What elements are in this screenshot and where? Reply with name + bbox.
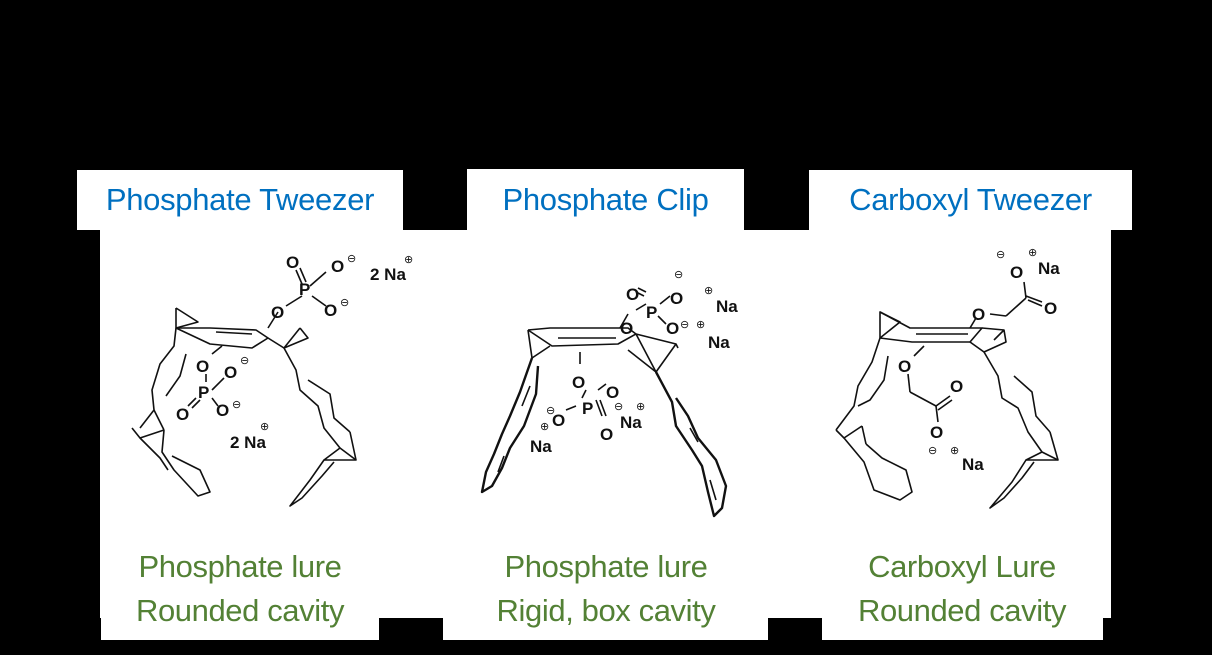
caption-line-2: Rounded cavity <box>857 593 1067 628</box>
svg-text:⊖: ⊖ <box>928 445 937 457</box>
svg-text:O: O <box>224 363 237 382</box>
svg-text:P: P <box>299 280 310 299</box>
svg-text:O: O <box>1010 263 1023 282</box>
molecule-phosphate-clip: O ⊖ O P O O ⊖ ⊕ ⊕ Na Na O O ⊖ ⊕ P ⊖ O ⊕ … <box>480 269 738 518</box>
notch-left <box>379 618 443 640</box>
counterion-label: 2 Na <box>230 433 266 452</box>
counterion-label: Na <box>620 413 642 432</box>
caption-phosphate-clip: Phosphate lure Rigid, box cavity <box>446 545 766 633</box>
counterion-label: Na <box>1038 259 1060 278</box>
title-label: Carboxyl Tweezer <box>849 182 1092 217</box>
svg-text:O: O <box>626 285 639 304</box>
svg-text:O: O <box>950 377 963 396</box>
caption-line-1: Carboxyl Lure <box>868 549 1056 584</box>
svg-text:O: O <box>572 373 585 392</box>
svg-text:O: O <box>930 423 943 442</box>
title-label: Phosphate Tweezer <box>105 182 375 217</box>
svg-text:⊖: ⊖ <box>680 319 689 331</box>
panel-backdrop-bottom <box>101 618 1103 640</box>
svg-text:O: O <box>196 357 209 376</box>
svg-text:O: O <box>271 303 284 322</box>
title-phosphate-clip: Phosphate Clip <box>467 169 744 230</box>
svg-text:⊕: ⊕ <box>1028 247 1037 259</box>
molecule-phosphate-tweezer: O O ⊖ P O ⊖ O 2 Na ⊕ O O ⊖ P O O ⊖ 2 Na … <box>131 253 413 507</box>
svg-text:⊖: ⊖ <box>347 253 356 265</box>
caption-phosphate-tweezer: Phosphate lure Rounded cavity <box>80 545 400 633</box>
title-label: Phosphate Clip <box>502 181 709 217</box>
svg-text:⊖: ⊖ <box>340 297 349 309</box>
svg-text:O: O <box>600 425 613 444</box>
svg-text:P: P <box>198 383 209 402</box>
molecule-carboxyl-tweezer: ⊖ ⊕ O Na O O O O O ⊖ ⊕ Na <box>835 247 1060 509</box>
notch-right <box>768 618 822 640</box>
svg-text:⊖: ⊖ <box>232 399 241 411</box>
svg-text:⊕: ⊕ <box>696 319 705 331</box>
title-phosphate-tweezer: Phosphate Tweezer <box>77 170 403 230</box>
title-carboxyl-tweezer: Carboxyl Tweezer <box>809 170 1132 230</box>
svg-text:P: P <box>582 399 593 418</box>
svg-text:⊖: ⊖ <box>614 401 623 413</box>
svg-text:⊕: ⊕ <box>636 401 645 413</box>
svg-text:⊕: ⊕ <box>404 254 413 266</box>
svg-text:P: P <box>646 303 657 322</box>
svg-text:O: O <box>898 357 911 376</box>
counterion-label: Na <box>708 333 730 352</box>
counterion-label: 2 Na <box>370 265 406 284</box>
svg-text:⊖: ⊖ <box>240 355 249 367</box>
svg-text:O: O <box>666 319 679 338</box>
svg-text:O: O <box>216 401 229 420</box>
caption-carboxyl-tweezer: Carboxyl Lure Rounded cavity <box>802 545 1122 633</box>
caption-line-1: Phosphate lure <box>504 549 708 584</box>
svg-text:O: O <box>670 289 683 308</box>
svg-text:O: O <box>1044 299 1057 318</box>
svg-text:⊖: ⊖ <box>546 405 555 417</box>
svg-text:O: O <box>286 253 299 272</box>
svg-text:⊕: ⊕ <box>950 445 959 457</box>
caption-line-1: Phosphate lure <box>138 549 342 584</box>
panel-backdrop <box>100 230 1111 618</box>
svg-text:O: O <box>331 257 344 276</box>
svg-text:O: O <box>972 305 985 324</box>
caption-line-2: Rounded cavity <box>135 593 345 628</box>
svg-text:O: O <box>620 319 633 338</box>
svg-text:⊖: ⊖ <box>996 249 1005 261</box>
caption-line-2: Rigid, box cavity <box>496 593 716 628</box>
svg-text:⊖: ⊖ <box>674 269 683 281</box>
counterion-label: Na <box>716 297 738 316</box>
svg-text:⊕: ⊕ <box>704 285 713 297</box>
counterion-label: Na <box>530 437 552 456</box>
svg-text:O: O <box>324 301 337 320</box>
svg-text:⊕: ⊕ <box>540 421 549 433</box>
svg-text:O: O <box>552 411 565 430</box>
svg-text:⊕: ⊕ <box>260 421 269 433</box>
svg-text:O: O <box>606 383 619 402</box>
counterion-label: Na <box>962 455 984 474</box>
svg-text:O: O <box>176 405 189 424</box>
